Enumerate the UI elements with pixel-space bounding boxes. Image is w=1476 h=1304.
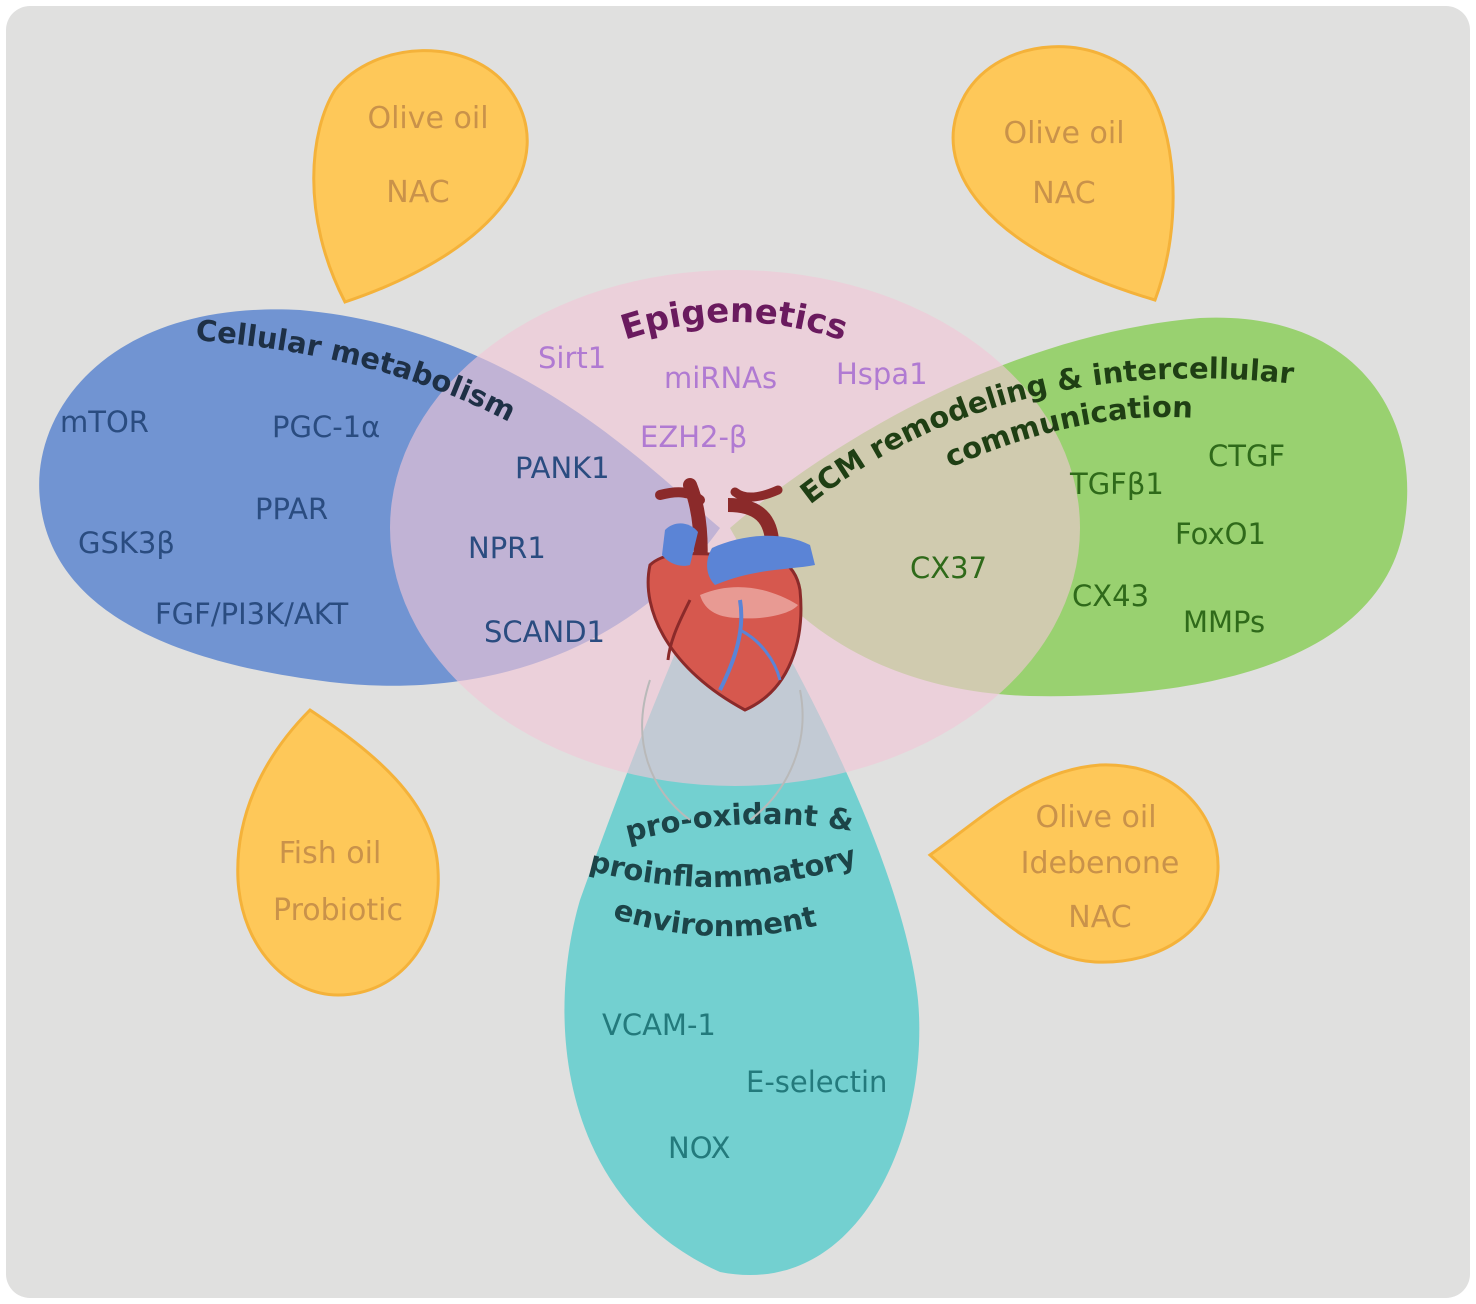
metabolism-item: PGC-1α — [272, 410, 380, 444]
drop-text: Probiotic — [273, 893, 403, 928]
epigenetics-item: EZH2-β — [640, 420, 747, 454]
ecm-item: CX37 — [910, 551, 987, 585]
metabolism-item: NPR1 — [468, 531, 546, 565]
drop-text: Olive oil — [1003, 116, 1124, 151]
oxidant-item: E-selectin — [746, 1065, 887, 1099]
epigenetics-item: Hspa1 — [836, 357, 928, 391]
drop-top-left: Olive oil NAC — [312, 49, 529, 304]
ecm-item: CTGF — [1208, 439, 1285, 473]
drop-top-right: Olive oil NAC — [951, 45, 1175, 302]
oxidant-item: NOX — [668, 1131, 731, 1165]
ecm-item: MMPs — [1183, 605, 1265, 639]
ecm-item: TGFβ1 — [1069, 467, 1164, 501]
drop-text: NAC — [1032, 176, 1095, 211]
drop-bottom-left: Fish oil Probiotic — [236, 708, 440, 997]
ecm-item: CX43 — [1072, 579, 1149, 613]
drop-text: NAC — [1068, 900, 1131, 935]
metabolism-item: GSK3β — [78, 526, 175, 560]
metabolism-item: PPAR — [255, 492, 328, 526]
drop-text: Fish oil — [279, 836, 382, 871]
ecm-item: FoxO1 — [1175, 517, 1266, 551]
heart-icon — [641, 478, 815, 821]
drop-text: Idebenone — [1021, 846, 1180, 881]
epigenetics-item: miRNAs — [664, 361, 777, 395]
drop-text: NAC — [386, 175, 449, 210]
metabolism-item: PANK1 — [515, 451, 610, 485]
metabolism-item: SCAND1 — [484, 615, 605, 649]
metabolism-item: mTOR — [60, 405, 149, 439]
drop-text: Olive oil — [1035, 800, 1156, 835]
drop-text: Olive oil — [367, 101, 488, 136]
epigenetics-region — [390, 270, 1080, 786]
oxidant-item: VCAM-1 — [602, 1008, 716, 1042]
epigenetics-item: Sirt1 — [538, 341, 606, 375]
metabolism-item: FGF/PI3K/AKT — [155, 597, 348, 631]
drop-bottom-right: Olive oil Idebenone NAC — [927, 763, 1220, 964]
